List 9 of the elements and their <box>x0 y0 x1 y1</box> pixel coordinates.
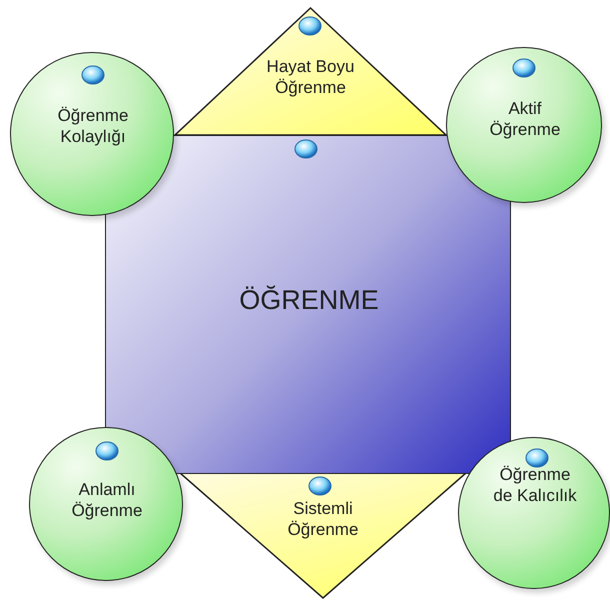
node-label: Sistemli Öğrenme <box>286 498 360 540</box>
node-label: Öğrenme Kolaylığı <box>56 105 130 147</box>
node-label: Hayat Boyu Öğrenme <box>266 56 356 98</box>
triangle-shape <box>180 473 466 598</box>
node-label: Anlamlı Öğrenme <box>70 479 144 521</box>
triangle-shape <box>175 8 446 135</box>
node-label: Öğrenme de Kalıcılık <box>492 464 578 506</box>
node-label: Aktif Öğrenme <box>488 98 562 140</box>
node-label: ÖĞRENME <box>238 284 380 316</box>
